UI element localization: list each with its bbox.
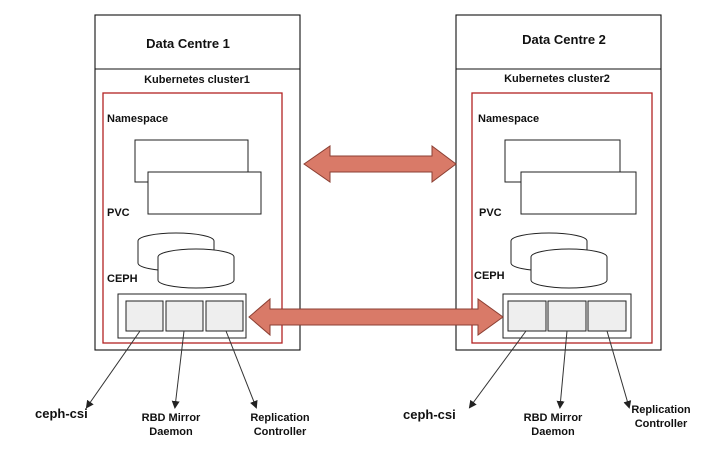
rbd-mirror-2-pointer bbox=[556, 330, 568, 409]
rbd-mirror-1-label-line2: Daemon bbox=[149, 426, 193, 438]
ceph-2-slot-replication bbox=[587, 300, 627, 332]
rbd-mirror-2-label-line1: RBD Mirror bbox=[524, 412, 583, 424]
data-centre-1-box bbox=[94, 14, 301, 351]
pvc-1-cylinder-front bbox=[157, 248, 235, 289]
namespace-2-label: Namespace bbox=[478, 113, 539, 125]
ceph-1-slot-csi bbox=[125, 300, 164, 332]
replication-controller-2-label-line2: Controller bbox=[635, 418, 688, 430]
data-centre-1-title: Data Centre 1 bbox=[146, 36, 230, 51]
data-centre-2-title: Data Centre 2 bbox=[522, 32, 606, 47]
replication-controller-1-label-line2: Controller bbox=[254, 426, 307, 438]
replication-controller-2-label-line1: Replication bbox=[631, 404, 691, 416]
kubernetes-cluster-1-label: Kubernetes cluster1 bbox=[144, 74, 250, 86]
namespace-1-card-front bbox=[147, 171, 262, 215]
kubernetes-cluster-2-label: Kubernetes cluster2 bbox=[504, 73, 610, 85]
ceph-2-label: CEPH bbox=[474, 270, 505, 282]
pvc-2-cylinder-front bbox=[530, 248, 608, 289]
ceph-1-container bbox=[117, 293, 247, 339]
namespace-2-card-front bbox=[520, 171, 637, 215]
ceph-1-slot-replication bbox=[205, 300, 244, 332]
kubernetes-cluster-1-box bbox=[102, 92, 283, 344]
ceph-csi-1-pointer bbox=[85, 330, 141, 409]
ceph-csi-2-label: ceph-csi bbox=[403, 407, 456, 422]
ceph-1-label: CEPH bbox=[107, 273, 138, 285]
data-centre-2-box bbox=[455, 14, 662, 351]
ceph-1-slot-rbd bbox=[165, 300, 204, 332]
pvc-2-label: PVC bbox=[479, 207, 502, 219]
ceph-csi-2-pointer bbox=[468, 330, 527, 409]
replication-controller-2-pointer bbox=[606, 330, 632, 409]
replication-controller-1-pointer bbox=[225, 330, 258, 409]
replication-controller-1-label-line1: Replication bbox=[250, 412, 310, 424]
ceph-csi-1-label: ceph-csi bbox=[35, 406, 88, 421]
kubernetes-cluster-2-box bbox=[471, 92, 653, 344]
rbd-mirror-1-label-line1: RBD Mirror bbox=[142, 412, 201, 424]
pvc-1-label: PVC bbox=[107, 207, 130, 219]
rbd-mirror-2-label-line2: Daemon bbox=[531, 426, 575, 438]
namespace-replication-arrow bbox=[303, 145, 457, 183]
ceph-2-slot-rbd bbox=[547, 300, 587, 332]
ceph-2-slot-csi bbox=[507, 300, 547, 332]
ceph-replication-arrow bbox=[248, 297, 504, 337]
rbd-mirror-1-pointer bbox=[171, 330, 185, 409]
namespace-1-label: Namespace bbox=[107, 113, 168, 125]
ceph-2-container bbox=[502, 293, 632, 339]
